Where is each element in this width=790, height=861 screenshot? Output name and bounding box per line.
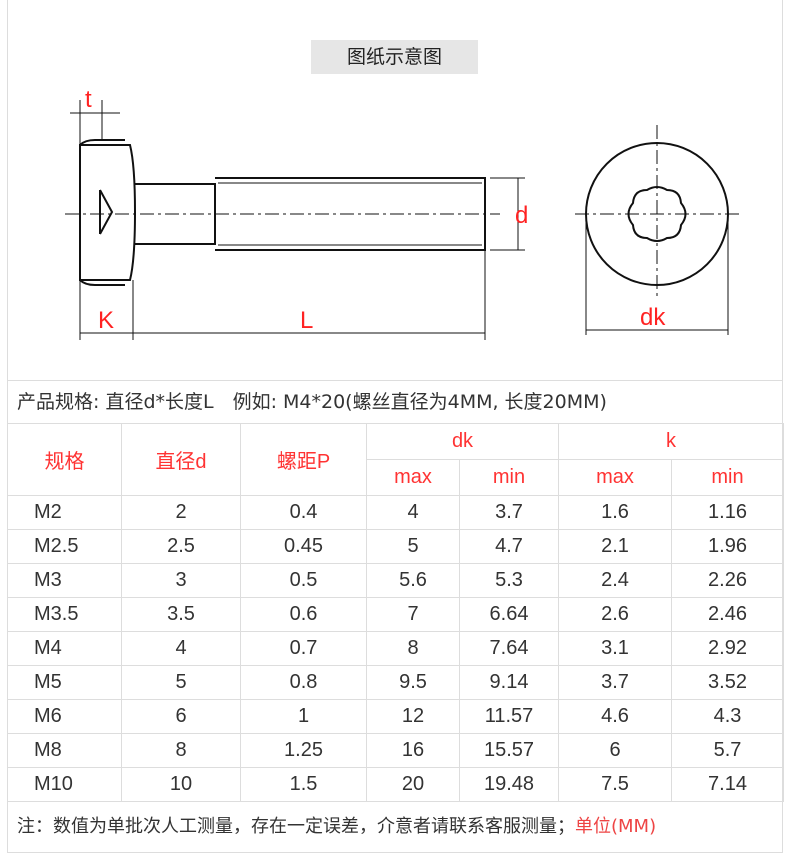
table-cell: 9.14 [459,665,559,700]
label-d: d [515,202,528,229]
table-cell: 2.46 [671,597,784,632]
table-cell: 4 [121,631,241,666]
table-cell: 3.5 [121,597,241,632]
table-cell: 1.6 [558,495,672,530]
header-k-min: min [671,459,784,496]
header-k-max: max [558,459,672,496]
table-cell: 1.16 [671,495,784,530]
table-cell: 5.6 [366,563,460,598]
table-cell: 8 [366,631,460,666]
label-t: t [85,86,92,113]
table-cell: 8 [121,733,241,768]
header-dk-max: max [366,459,460,496]
table-cell: 0.45 [240,529,367,564]
table-cell: M2.5 [7,529,122,564]
header-k: k [558,423,784,460]
torx-recess [627,186,687,242]
table-cell: 11.57 [459,699,559,734]
table-cell: 6 [121,699,241,734]
table-cell: 2.1 [558,529,672,564]
table-cell: 2.26 [671,563,784,598]
table-cell: 2.92 [671,631,784,666]
table-cell: 15.57 [459,733,559,768]
table-cell: 5.7 [671,733,784,768]
screw-diagram: t d K L dk [65,86,740,340]
table-cell: 10 [121,767,241,802]
table-cell: M10 [7,767,122,802]
table-cell: 6 [558,733,672,768]
table-cell: M4 [7,631,122,666]
note-text: 注：数值为单批次人工测量，存在一定误差，介意者请联系客服测量； [17,816,575,837]
table-cell: 4 [366,495,460,530]
table-cell: 2.4 [558,563,672,598]
table-cell: 4.6 [558,699,672,734]
header-diameter: 直径d [121,423,241,496]
table-cell: 5 [121,665,241,700]
table-cell: 2.6 [558,597,672,632]
table-cell: 16 [366,733,460,768]
table-cell: 2 [121,495,241,530]
label-dk: dk [640,304,666,331]
table-cell: 4.3 [671,699,784,734]
table-cell: 12 [366,699,460,734]
table-cell: 3.7 [459,495,559,530]
note: 注：数值为单批次人工测量，存在一定误差，介意者请联系客服测量；单位(MM) [7,801,783,853]
label-l: L [300,307,313,334]
table-cell: 0.4 [240,495,367,530]
table-cell: 7.14 [671,767,784,802]
label-k: K [98,307,114,334]
table-cell: M5 [7,665,122,700]
header-spec: 规格 [7,423,122,496]
table-cell: 7.5 [558,767,672,802]
header-pitch: 螺距P [240,423,367,496]
table-cell: 1.5 [240,767,367,802]
table-cell: 7.64 [459,631,559,666]
table-cell: 5 [366,529,460,564]
table-cell: 7 [366,597,460,632]
header-dk: dk [366,423,559,460]
table-cell: 1 [240,699,367,734]
table-cell: M3.5 [7,597,122,632]
table-cell: 9.5 [366,665,460,700]
table-cell: 20 [366,767,460,802]
table-cell: 0.8 [240,665,367,700]
table-cell: 3.1 [558,631,672,666]
drawing-title: 图纸示意图 [311,40,478,74]
table-cell: 1.96 [671,529,784,564]
table-cell: M8 [7,733,122,768]
table-cell: 5.3 [459,563,559,598]
table-cell: 0.5 [240,563,367,598]
table-cell: 2.5 [121,529,241,564]
table-cell: M6 [7,699,122,734]
table-cell: M2 [7,495,122,530]
table-cell: 3.7 [558,665,672,700]
table-cell: M3 [7,563,122,598]
table-cell: 4.7 [459,529,559,564]
table-cell: 6.64 [459,597,559,632]
table-cell: 0.6 [240,597,367,632]
screw-head [79,144,137,281]
table-cell: 0.7 [240,631,367,666]
table-cell: 1.25 [240,733,367,768]
table-cell: 3 [121,563,241,598]
unit-label: 单位(MM) [575,816,657,837]
table-cell: 3.52 [671,665,784,700]
header-dk-min: min [459,459,559,496]
spec-description: 产品规格: 直径d*长度L 例如: M4*20(螺丝直径为4MM, 长度20MM… [7,380,783,423]
table-cell: 19.48 [459,767,559,802]
